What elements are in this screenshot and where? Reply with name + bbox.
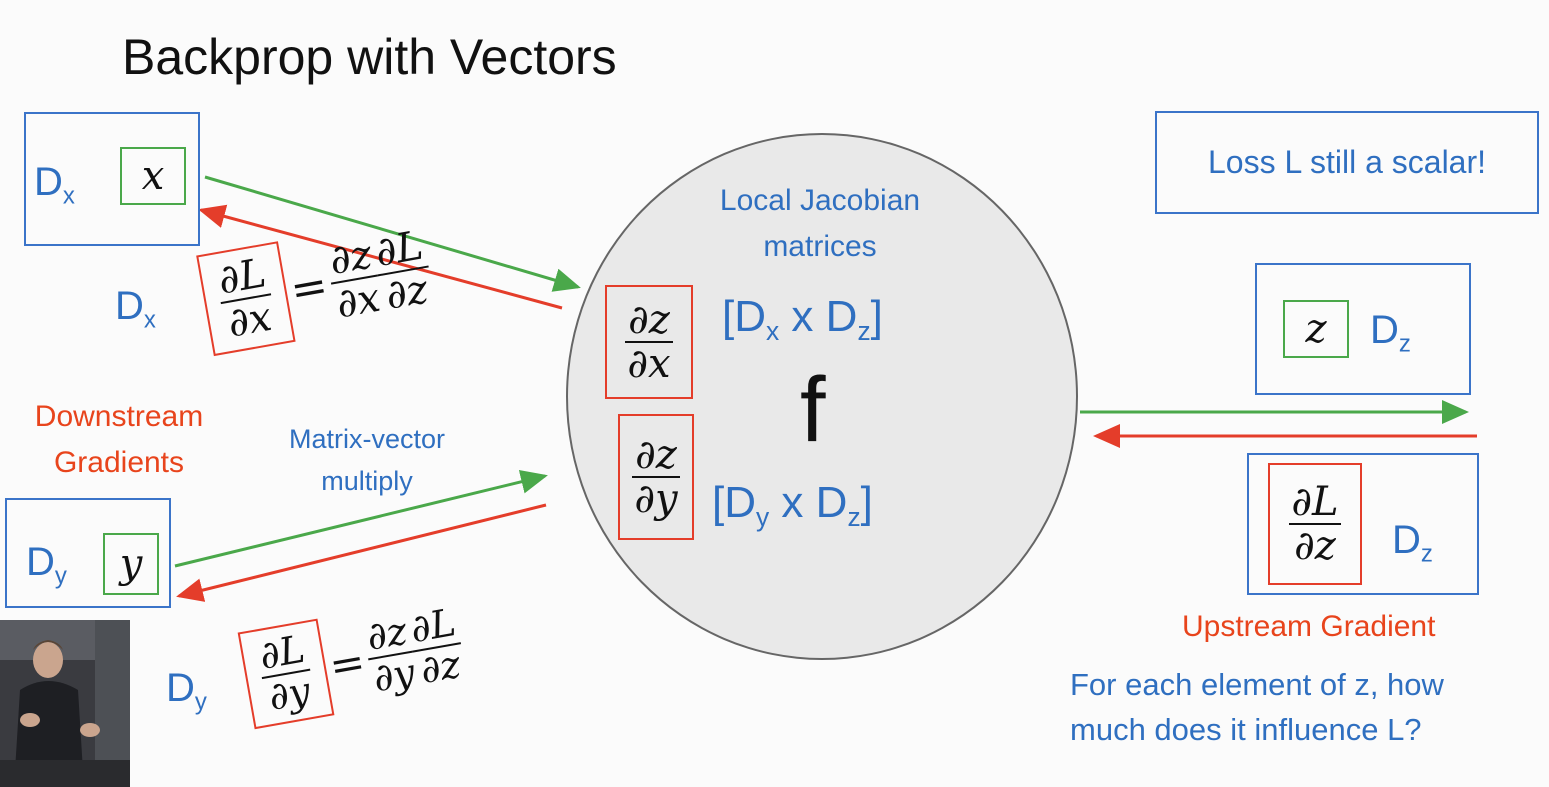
input-x-var-box: x xyxy=(120,147,186,205)
grad-x-dim: Dx xyxy=(115,284,156,334)
question-line2: much does it influence L? xyxy=(1070,712,1422,747)
upstream-dim-letter: D xyxy=(1392,518,1421,562)
backward-arrow-y xyxy=(176,503,547,602)
upstream-gradient-frac-box: ∂L ∂z xyxy=(1268,463,1362,585)
upstream-den: ∂z xyxy=(1294,523,1336,569)
jacobian-x-fraction: ∂z ∂x xyxy=(625,297,673,387)
grad-y-lhs: ∂L ∂y xyxy=(255,627,317,719)
input-x-dim-sub: x xyxy=(62,182,75,210)
grad-x-lhs-den: ∂x xyxy=(224,293,276,347)
presenter-image xyxy=(0,620,130,787)
upstream-num: ∂L xyxy=(1291,479,1339,525)
loss-note-box: Loss L still a scalar! xyxy=(1155,111,1539,214)
local-jacobian-label: Local Jacobian matrices xyxy=(700,178,940,270)
downstream-line2: Gradients xyxy=(53,446,185,479)
upstream-dim: Dz xyxy=(1392,518,1433,568)
downstream-gradients-label: Downstream Gradients xyxy=(14,394,224,486)
function-node xyxy=(566,133,1078,660)
output-z-dim: Dz xyxy=(1370,308,1411,358)
slide-title: Backprop with Vectors xyxy=(122,29,617,85)
jacobian-x-box: ∂z ∂x xyxy=(605,285,693,399)
input-x-box xyxy=(24,112,200,246)
backward-arrow-x xyxy=(198,204,563,310)
grad-y-equals: = xyxy=(325,635,369,691)
output-z-box xyxy=(1255,263,1471,395)
output-z-var: z xyxy=(1305,306,1327,352)
output-z-var-box: z xyxy=(1283,300,1349,358)
input-y-var-box: y xyxy=(103,533,159,595)
grad-y-dim: Dy xyxy=(166,666,207,716)
grad-x-dim-sub: x xyxy=(143,306,156,334)
grad-x-lhs: ∂L ∂x xyxy=(213,250,278,347)
grad-y-lhs-box: ∂L ∂y xyxy=(237,618,335,730)
local-jacobian-text: Local Jacobian matrices xyxy=(719,184,921,263)
jacobian-y-dims: [Dy x Dz] xyxy=(712,478,873,533)
jacobian-y-den: ∂y xyxy=(634,476,678,522)
grad-x-r2-den: ∂z xyxy=(382,266,432,319)
grad-y-r2-den: ∂z xyxy=(416,641,464,693)
upstream-gradient-box xyxy=(1247,453,1479,595)
jacobian-y-box: ∂z ∂y xyxy=(618,414,694,540)
function-symbol: f xyxy=(800,359,826,461)
question-line1: For each element of z, how xyxy=(1070,667,1444,702)
input-y-var: y xyxy=(119,541,143,587)
loss-note-text: Loss L still a scalar! xyxy=(1207,144,1487,180)
grad-y-r1-den: ∂y xyxy=(369,649,419,701)
matvec-line1: Matrix-vector xyxy=(288,424,445,454)
jacobian-y-dims-text: [Dy x Dz] xyxy=(712,478,873,533)
output-z-dim-letter: D xyxy=(1370,308,1399,352)
output-z-dim-sub: z xyxy=(1398,330,1411,358)
downstream-line1: Downstream xyxy=(34,400,204,433)
jacobian-y-num: ∂z xyxy=(635,432,677,478)
matvec-line2: multiply xyxy=(321,466,413,496)
upstream-gradient-fraction: ∂L ∂z xyxy=(1289,479,1341,569)
grad-y-lhs-den: ∂y xyxy=(265,668,314,719)
input-x-dim-letter: D xyxy=(34,160,63,204)
input-y-dim-sub: y xyxy=(54,562,67,590)
jacobian-x-num: ∂z xyxy=(628,297,670,343)
input-y-box xyxy=(5,498,171,608)
jacobian-x-dims: [Dx x Dz] xyxy=(722,292,883,347)
presenter-video-inset xyxy=(0,620,130,787)
upstream-gradient-label: Upstream Gradient xyxy=(1182,610,1436,643)
grad-x-dim-letter: D xyxy=(115,284,144,328)
grad-y-dim-sub: y xyxy=(194,688,207,716)
forward-arrow-y xyxy=(174,470,548,568)
input-y-dim: Dy xyxy=(26,540,67,590)
forward-arrow-x xyxy=(204,175,581,292)
grad-x-lhs-box: ∂L ∂x xyxy=(196,241,296,357)
influence-question: For each element of z, how much does it … xyxy=(1070,662,1444,752)
jacobian-x-dims-text: [Dx x Dz] xyxy=(722,292,883,347)
matrix-vector-label: Matrix-vector multiply xyxy=(262,418,472,502)
input-x-var: x xyxy=(141,153,165,199)
input-x-dim: Dx xyxy=(34,160,75,210)
input-y-dim-letter: D xyxy=(26,540,55,584)
jacobian-y-fraction: ∂z ∂y xyxy=(632,432,680,522)
grad-x-r1-den: ∂x xyxy=(332,274,384,328)
grad-y-dim-letter: D xyxy=(166,666,195,710)
jacobian-x-den: ∂x xyxy=(627,341,671,387)
grad-x-equals: = xyxy=(286,259,332,316)
upstream-dim-sub: z xyxy=(1420,540,1433,568)
